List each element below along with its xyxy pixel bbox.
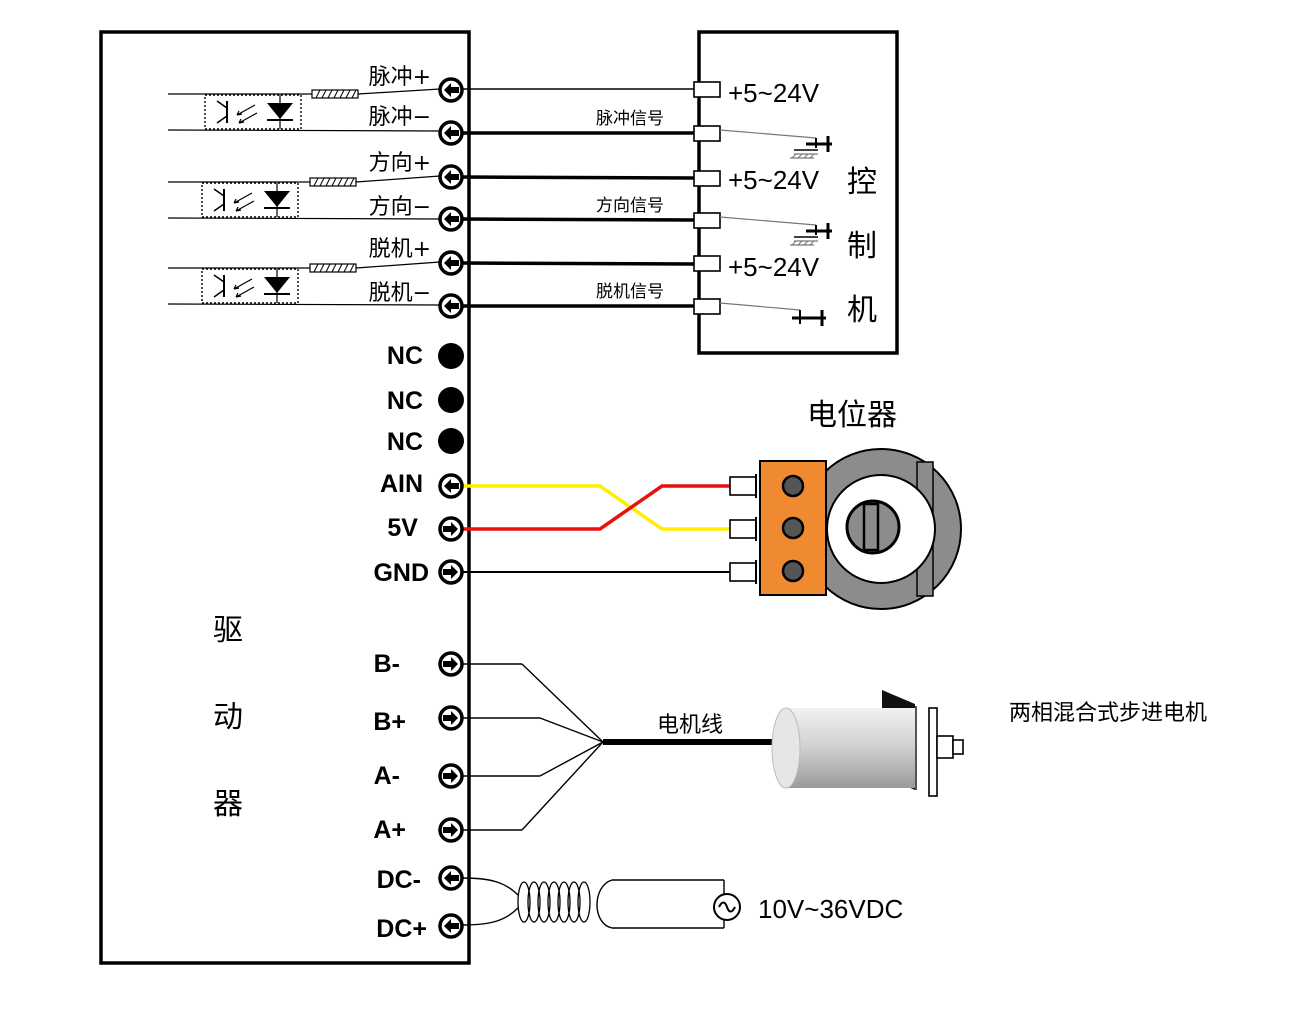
signal-label-pulse: 脉冲信号 xyxy=(596,109,664,129)
potentiometer-title: 电位器 xyxy=(807,398,897,433)
stepper-motor xyxy=(771,690,964,797)
controller-dir-switch xyxy=(718,215,834,247)
control-wires xyxy=(459,88,695,308)
driver-title-char-3: 器 xyxy=(213,787,243,822)
terminal-label-nc-1: NC xyxy=(387,342,423,370)
power-label: 10V~36VDC xyxy=(758,894,903,924)
terminal-pulse-minus xyxy=(438,120,464,146)
terminal-b-minus xyxy=(438,651,464,677)
driver-box xyxy=(99,30,471,965)
driver-title-char-2: 动 xyxy=(213,700,243,735)
terminal-label-gnd: GND xyxy=(373,559,429,587)
terminal-nc-1 xyxy=(438,343,464,369)
controller-title-char-1: 控 xyxy=(847,165,877,200)
terminal-label-a-plus: A+ xyxy=(373,816,406,844)
terminal-label-dc-plus: DC+ xyxy=(376,915,427,943)
terminal-label-pulse-minus: 脉冲− xyxy=(369,105,431,130)
voltage-label-3: +5~24V xyxy=(728,252,820,282)
terminal-label-ena-minus: 脱机− xyxy=(369,281,431,306)
motor-title: 两相混合式步进电机 xyxy=(1009,701,1207,726)
controller-title-char-2: 制 xyxy=(847,229,877,264)
terminal-label-dc-minus: DC- xyxy=(377,866,421,894)
potentiometer xyxy=(729,448,962,610)
voltage-label-1: +5~24V xyxy=(728,78,820,108)
terminal-label-dir-plus: 方向+ xyxy=(369,151,431,176)
controller-enable-switch xyxy=(719,302,826,326)
potentiometer-wires xyxy=(462,484,734,573)
terminal-ena-plus xyxy=(438,250,464,276)
driver-title-char-1: 驱 xyxy=(213,613,243,648)
terminal-dir-minus xyxy=(438,206,464,232)
terminal-label-ena-plus: 脱机+ xyxy=(369,237,431,262)
terminal-b-plus xyxy=(438,705,464,731)
terminal-label-nc-3: NC xyxy=(387,428,423,456)
controller-box xyxy=(697,30,899,355)
terminal-label-dir-minus: 方向− xyxy=(369,195,431,220)
terminal-label-ain: AIN xyxy=(380,470,423,498)
terminal-pulse-plus xyxy=(438,77,464,103)
terminal-label-nc-2: NC xyxy=(387,387,423,415)
power-wires xyxy=(461,877,741,929)
controller-pulse-switch xyxy=(718,128,834,160)
signal-label-direction: 方向信号 xyxy=(596,196,664,216)
terminal-a-plus xyxy=(438,817,464,843)
controller-title-char-3: 机 xyxy=(847,293,877,328)
terminal-dc-plus xyxy=(438,913,464,939)
opto-circuit-direction xyxy=(167,175,441,220)
terminal-dir-plus xyxy=(438,164,464,190)
motor-wires xyxy=(462,663,776,831)
terminal-a-minus xyxy=(438,763,464,789)
terminal-label-pulse-plus: 脉冲+ xyxy=(369,65,431,90)
controller-connectors xyxy=(693,81,721,315)
terminal-label-5v: 5V xyxy=(387,514,418,542)
terminal-label-a-minus: A- xyxy=(374,762,400,790)
motor-cable-label: 电机线 xyxy=(657,713,723,738)
terminal-dc-minus xyxy=(438,865,464,891)
terminal-nc-2 xyxy=(438,387,464,413)
opto-circuit-enable xyxy=(167,261,441,306)
terminal-ena-minus xyxy=(438,293,464,319)
terminal-gnd xyxy=(438,559,464,585)
terminal-ain xyxy=(438,473,464,499)
terminal-label-b-plus: B+ xyxy=(373,708,406,736)
voltage-label-2: +5~24V xyxy=(728,165,820,195)
signal-label-enable: 脱机信号 xyxy=(596,282,664,302)
terminal-label-b-minus: B- xyxy=(374,650,400,678)
terminal-5v xyxy=(438,516,464,542)
terminal-nc-3 xyxy=(438,428,464,454)
opto-circuit-pulse xyxy=(167,88,441,132)
